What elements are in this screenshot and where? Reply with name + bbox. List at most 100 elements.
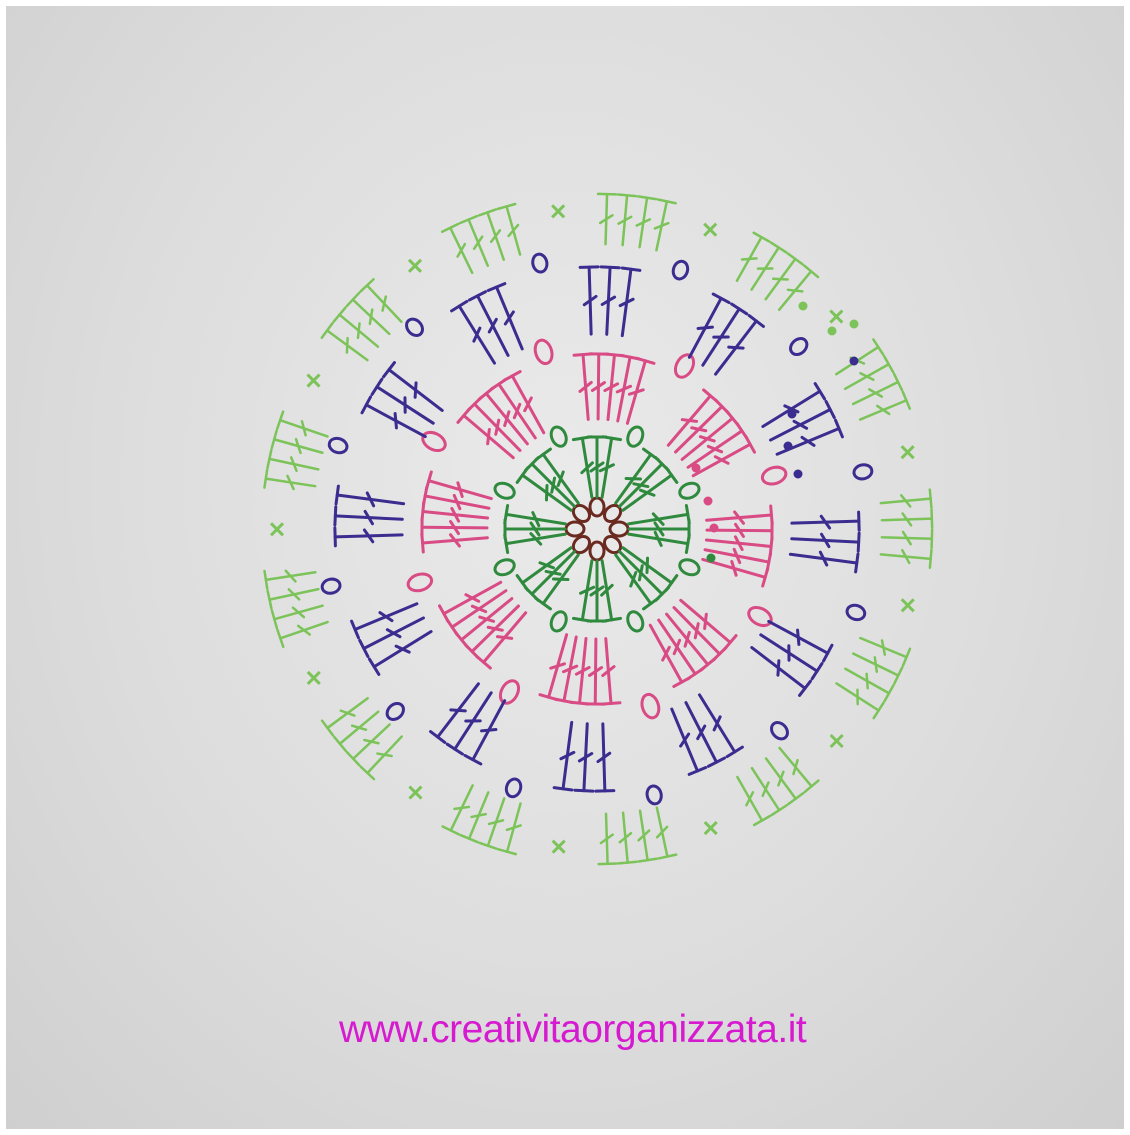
- round-1-chain: [548, 609, 569, 633]
- round-3-stitch-top: [858, 533, 859, 551]
- round-1-stitch-top: [686, 535, 689, 553]
- round-1-stitch-top: [573, 618, 591, 621]
- slip-stitch-dot: [784, 442, 793, 451]
- round-4-stitch-top: [619, 862, 637, 864]
- round-2-chain: [406, 571, 434, 593]
- round-2-chain: [639, 692, 661, 720]
- round-4-stitch-top: [932, 510, 933, 528]
- round-1-stitch-slash: [647, 558, 648, 572]
- round-3-chain: [531, 253, 548, 274]
- round-4-stitch-slash: [358, 324, 360, 338]
- round-3-stitch-slash: [778, 661, 779, 675]
- round-4-stitch-slash: [472, 814, 486, 817]
- round-3-chain: [671, 259, 690, 280]
- round-3-stitch-top: [372, 379, 382, 394]
- round-1-stitch-top: [517, 576, 528, 591]
- round-4-stitch-top: [599, 864, 617, 865]
- round-2-stitch-slash: [505, 412, 509, 426]
- round-4-stitch-top: [873, 339, 883, 354]
- slip-stitch-dot: [850, 320, 859, 329]
- round-3-chain: [645, 785, 662, 806]
- round-2-stitch-slash: [488, 627, 502, 630]
- round-2-chain: [420, 429, 449, 454]
- round-1-chain: [677, 480, 701, 501]
- round-4-stitch-top: [598, 194, 616, 195]
- round-3-stitch-top: [812, 664, 822, 679]
- round-3-stitch-top: [732, 304, 747, 314]
- round-3-stitch-top: [575, 790, 593, 791]
- round-1-chain: [677, 557, 701, 578]
- round-2-chain: [497, 678, 522, 707]
- round-4-stitch-slash: [489, 820, 503, 824]
- round-4-stitch-slash: [377, 754, 391, 756]
- round-3-stitch-top: [800, 681, 811, 695]
- round-3-stitch-top: [431, 732, 445, 743]
- round-3-stitch-top: [452, 301, 467, 310]
- round-1-stitch-slash: [634, 484, 648, 487]
- magic-ring-chain: [590, 498, 604, 516]
- round-3-stitch-top: [335, 507, 336, 525]
- round-1-stitch-slash: [626, 478, 640, 479]
- slip-stitch-dot: [692, 464, 701, 473]
- round-4-stitch-slash: [364, 740, 378, 743]
- round-4-stitch-top: [930, 550, 932, 568]
- round-2-stitch-slash: [480, 617, 494, 621]
- round-3-stitch-top: [856, 554, 858, 572]
- round-4-stitch-top: [618, 195, 636, 197]
- round-2-stitch-slash: [682, 420, 696, 422]
- round-2-stitch-slash: [685, 632, 689, 646]
- magic-ring-chain: [590, 542, 604, 560]
- round-2-stitch-slash: [551, 664, 565, 668]
- round-4-stitch-top: [265, 571, 268, 589]
- round-4-stitch-top: [788, 254, 803, 265]
- round-4-stitch-top: [322, 323, 333, 338]
- round-3-stitch-top: [859, 512, 860, 530]
- round-2-stitch-slash: [496, 420, 499, 434]
- round-4-stitch-top: [322, 721, 333, 735]
- round-1-chain: [625, 609, 646, 633]
- round-1-stitch-top: [505, 505, 508, 523]
- slip-stitch-dot: [799, 302, 808, 311]
- slip-stitch-dot: [707, 554, 716, 563]
- round-2-chain: [532, 338, 554, 366]
- round-4-stitch-slash: [867, 674, 868, 688]
- round-1-chain: [493, 480, 517, 501]
- slip-stitch-dot: [710, 524, 719, 533]
- slip-stitch-dot: [828, 327, 837, 336]
- round-2-stitch-slash: [458, 483, 462, 497]
- round-3-stitch-top: [622, 268, 640, 270]
- round-3-stitch-top: [335, 528, 336, 546]
- round-3-stitch-top: [749, 316, 763, 327]
- slip-stitch-dot: [788, 410, 797, 419]
- round-2-chain: [672, 352, 697, 381]
- round-1-stitch-top: [603, 437, 621, 440]
- round-3-stitch-top: [815, 384, 824, 399]
- round-3-stitch-top: [447, 744, 462, 754]
- round-2-stitch-slash: [630, 390, 644, 394]
- round-3-stitch-slash: [451, 710, 465, 711]
- round-1-chain: [548, 425, 569, 449]
- round-2-stitch-slash: [692, 428, 706, 431]
- round-4-stitch-slash: [882, 640, 885, 654]
- magic-ring-chain: [566, 522, 584, 536]
- round-3-chain: [384, 700, 407, 722]
- round-4-stitch-slash: [773, 279, 787, 280]
- round-3-stitch-slash: [729, 347, 743, 348]
- round-2-stitch-slash: [705, 614, 707, 628]
- round-4-stitch-slash: [302, 421, 306, 435]
- round-1-stitch-top: [666, 468, 677, 483]
- round-3-stitch-top: [596, 791, 614, 792]
- round-4-stitch-slash: [298, 626, 309, 635]
- round-4-stitch-slash: [491, 230, 500, 241]
- round-1-stitch-top: [536, 449, 551, 460]
- round-4-stitch-slash: [778, 772, 783, 786]
- round-2-chain: [746, 604, 775, 629]
- round-2-stitch-slash: [497, 637, 511, 639]
- slip-stitch-dot: [704, 497, 713, 506]
- round-4-stitch-top: [932, 530, 933, 548]
- round-3-stitch-slash: [482, 730, 496, 731]
- round-1-stitch-slash: [546, 485, 547, 499]
- round-4-stitch-top: [884, 356, 893, 372]
- round-3-chain: [787, 335, 810, 357]
- round-4-stitch-top: [930, 490, 932, 508]
